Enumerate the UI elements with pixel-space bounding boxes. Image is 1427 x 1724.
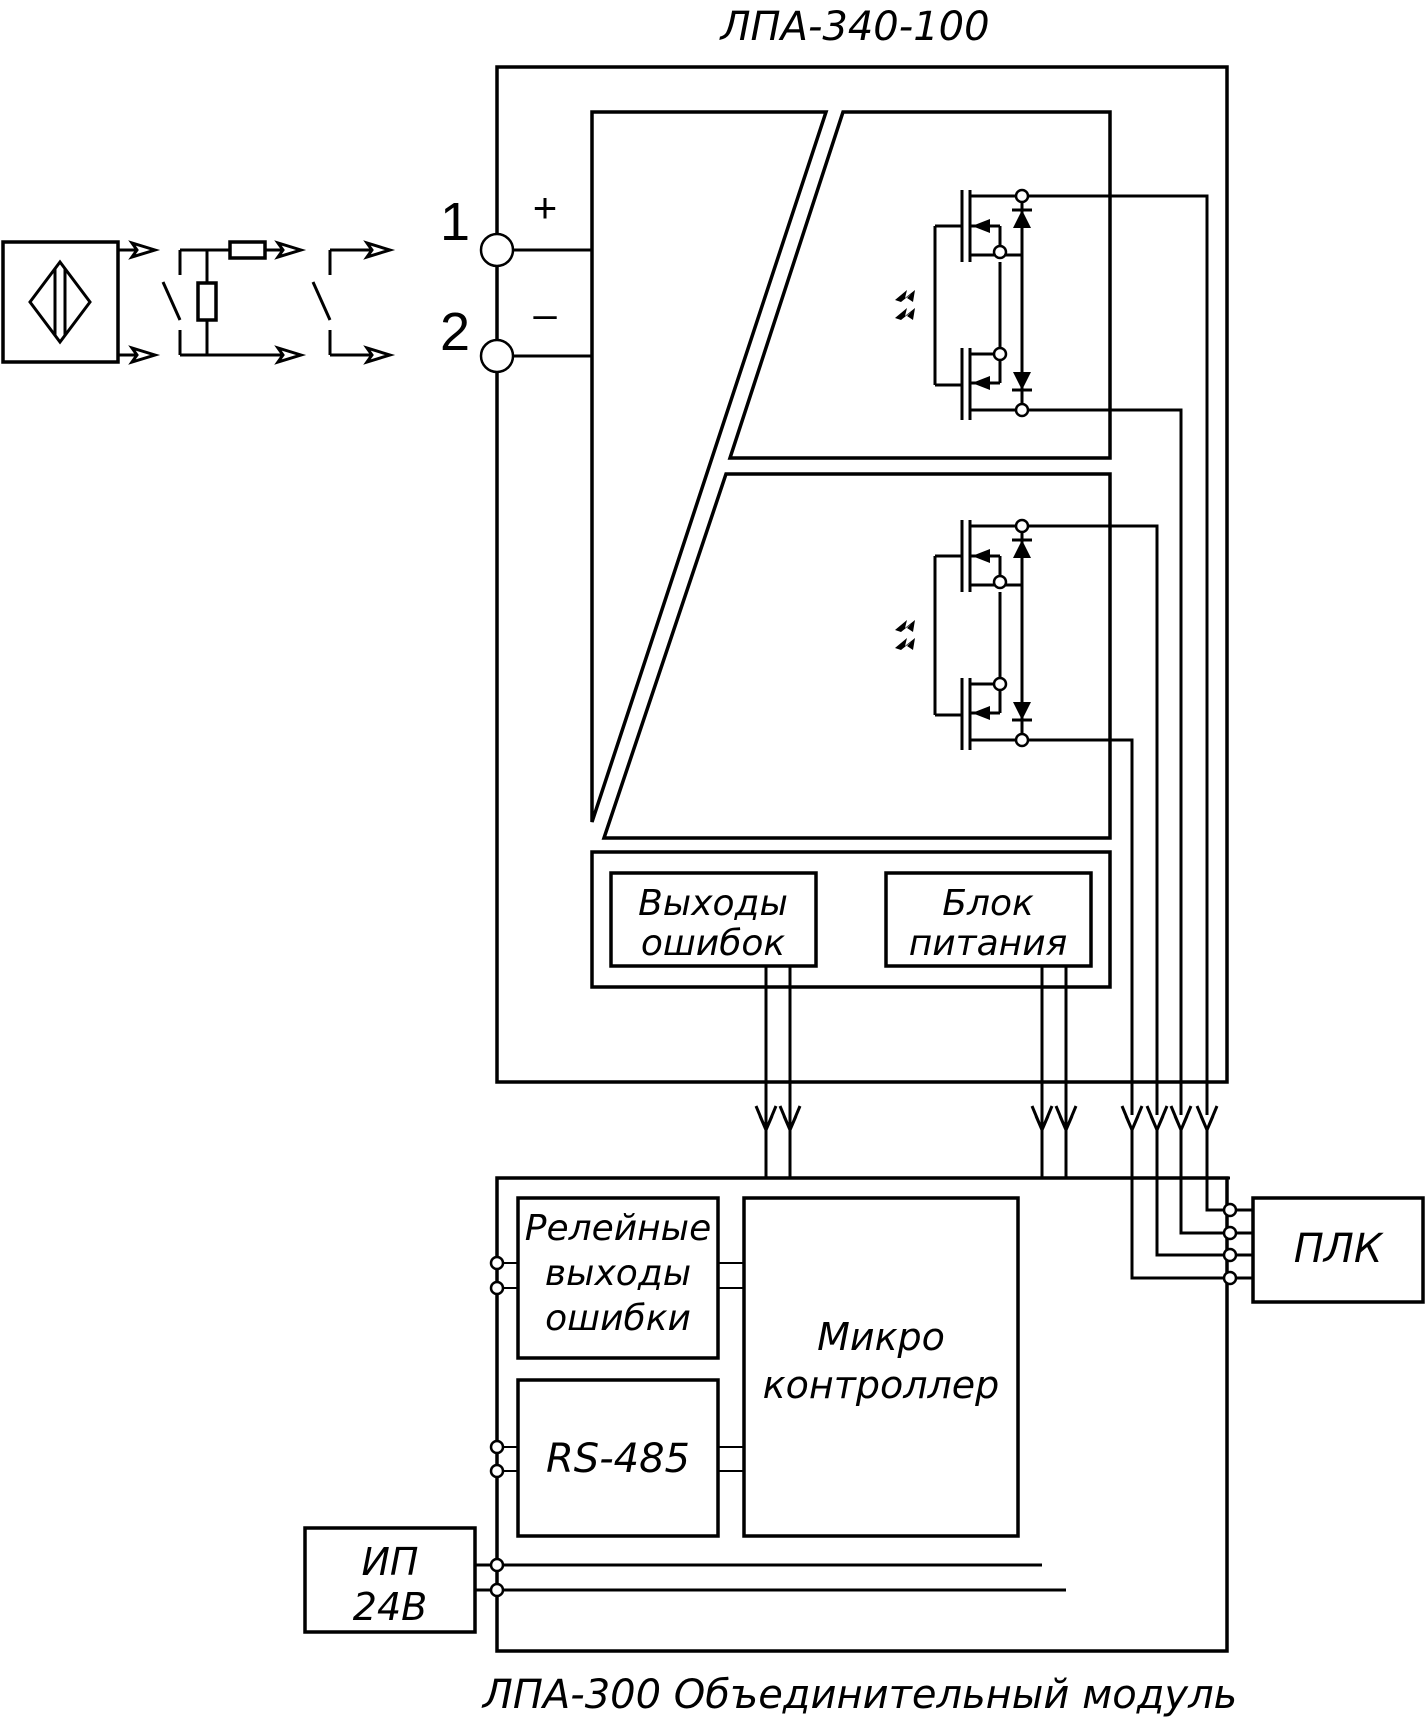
- relay-outputs-block: [516, 1196, 720, 1360]
- error-outputs-line-2: ошибок: [641, 923, 786, 964]
- microcontroller-line-2: контроллер: [763, 1363, 1000, 1407]
- terminal-1-polarity: +: [533, 184, 558, 231]
- optocoupler-transistor-icon: [895, 190, 1024, 420]
- relay-outputs-line-2: выходы: [545, 1253, 691, 1294]
- namur-contact-icon: [161, 240, 307, 365]
- arrow-icon: [754, 1105, 1219, 1134]
- plc-label: ПЛК: [1294, 1226, 1384, 1272]
- power-unit-line-2: питания: [909, 923, 1068, 964]
- module-title-bottom: ЛПА-300 Объединительный модуль: [481, 1672, 1237, 1718]
- power-supply-line-1: ИП: [362, 1540, 419, 1584]
- output-channel-2: [601, 472, 1112, 840]
- rs485-block: [516, 1378, 720, 1538]
- relay-outputs-line-3: ошибки: [545, 1298, 691, 1339]
- error-outputs-line-1: Выходы: [638, 883, 788, 924]
- terminal-1-connector: [479, 232, 515, 268]
- diode-icon: [1012, 208, 1032, 392]
- arrow-icon: [118, 240, 161, 365]
- terminal-2-connector: [479, 338, 515, 374]
- microcontroller-line-1: Микро: [817, 1315, 945, 1359]
- power-supply-block: [303, 1526, 477, 1634]
- plc-block: [1251, 1196, 1425, 1304]
- relay-outputs-line-1: Релейные: [525, 1208, 712, 1249]
- microcontroller-block: [742, 1196, 1020, 1538]
- power-supply-line-2: 24В: [353, 1585, 427, 1629]
- diode-icon: [1012, 538, 1032, 722]
- terminal-2-number: 2: [440, 302, 470, 362]
- power-unit-line-1: Блок: [942, 883, 1034, 924]
- inductive-sensor-icon: [1, 240, 120, 364]
- terminal-2-polarity: –: [533, 290, 557, 337]
- output-channel-1: [727, 110, 1112, 460]
- optocoupler-transistor-icon: [895, 520, 1024, 750]
- rs485-label: RS-485: [546, 1436, 690, 1482]
- power-unit-block: [884, 871, 1093, 968]
- dry-contact-icon: [311, 240, 396, 365]
- terminal-1-number: 1: [440, 192, 470, 252]
- input-block: [590, 110, 829, 823]
- module-title-top: ЛПА-340-100: [718, 4, 989, 50]
- error-outputs-block: [609, 871, 818, 968]
